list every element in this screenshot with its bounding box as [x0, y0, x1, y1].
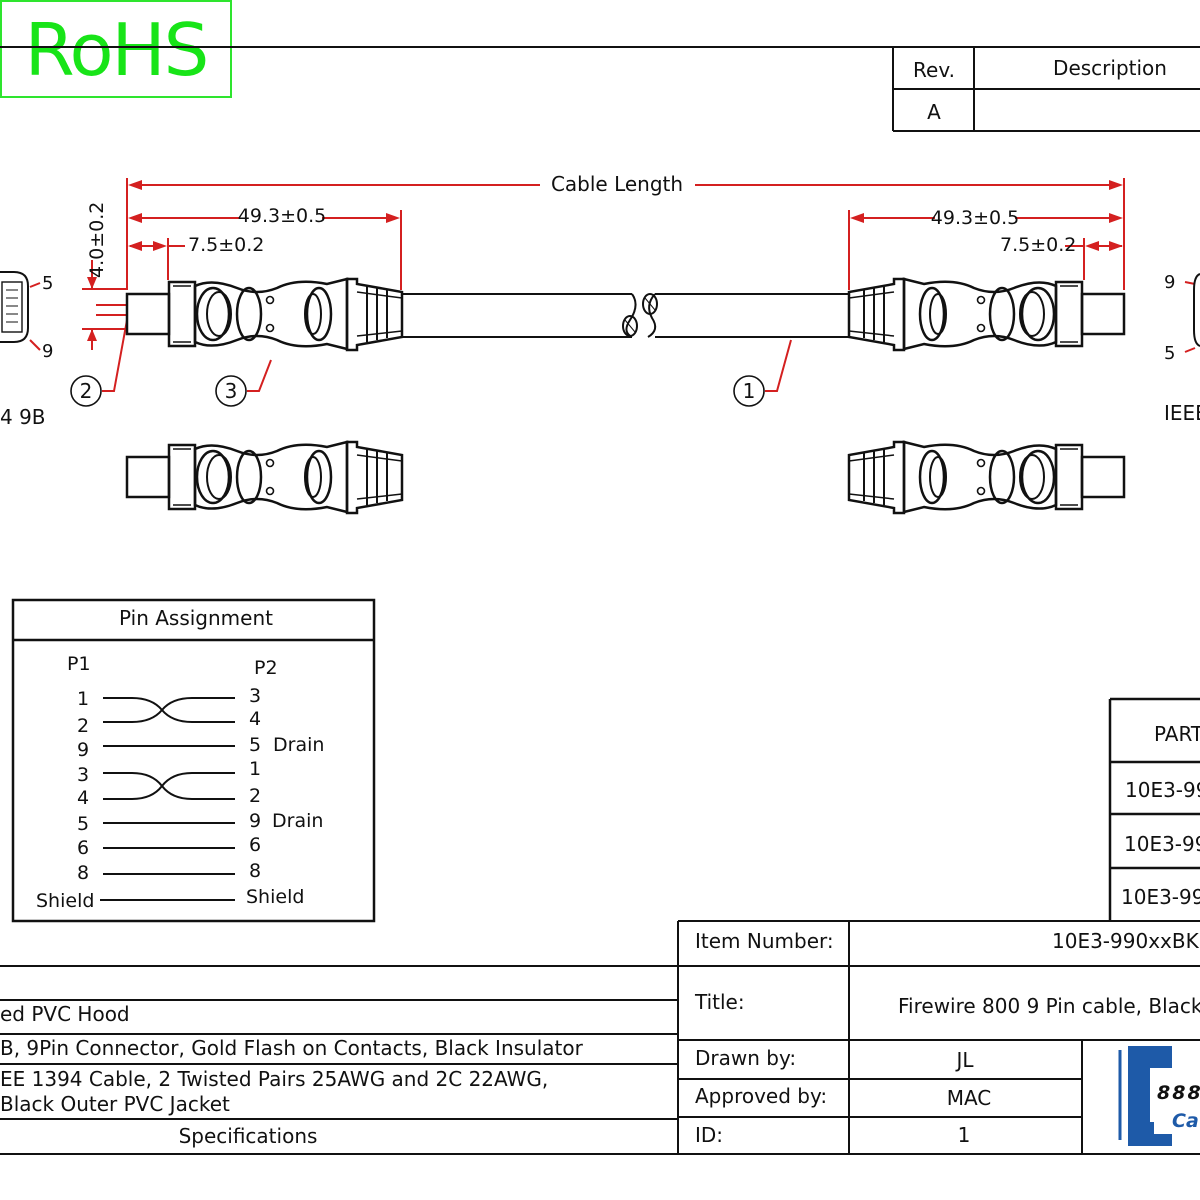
- p2-label: P2: [254, 657, 278, 679]
- part-table: [1108, 697, 1200, 922]
- pin-assignment-box: [11, 598, 376, 923]
- p1-pin: Shield: [36, 890, 95, 912]
- spec-item-cable: EE 1394 Cable, 2 Twisted Pairs 25AWG and…: [0, 1067, 549, 1091]
- left-pin-5-label: 5: [42, 273, 54, 294]
- item-number-label: Item Number:: [695, 929, 834, 953]
- part-row: 10E3-99: [1125, 778, 1200, 802]
- rohs-mark: RoHS: [0, 0, 232, 98]
- revision-table: [892, 47, 1200, 132]
- p2-pin: 6: [249, 834, 262, 856]
- pin-wires: [100, 697, 235, 901]
- p1-pin: 5: [77, 813, 90, 835]
- p1-pin: 3: [77, 764, 90, 786]
- drawn-by-value: JL: [956, 1048, 974, 1072]
- part-row: 10E3-99: [1124, 832, 1200, 856]
- p1-pin: 9: [77, 739, 90, 761]
- rev-value: A: [927, 100, 941, 124]
- title-label: Title:: [695, 990, 745, 1014]
- callout-1: 1: [742, 379, 756, 403]
- left-height-dimension: 4.0±0.2: [86, 201, 108, 278]
- p1-pin: 2: [77, 715, 90, 737]
- approved-by-label: Approved by:: [695, 1084, 828, 1108]
- p2-pin: 5: [249, 734, 262, 756]
- p1-label: P1: [67, 653, 91, 675]
- spec-item-connector: B, 9Pin Connector, Gold Flash on Contact…: [0, 1036, 583, 1060]
- id-label: ID:: [695, 1123, 724, 1147]
- p1-pin: 4: [77, 787, 90, 809]
- p1-pin: 8: [77, 862, 90, 884]
- drain-note: Drain: [273, 734, 325, 756]
- right-plug-dimension: 7.5±0.2: [1000, 234, 1077, 256]
- left-pin-9-label: 9: [42, 341, 54, 362]
- logo-digits: 888: [1157, 1082, 1200, 1104]
- company-logo: [1118, 1046, 1200, 1146]
- left-connector-caption: 4 9B: [0, 405, 46, 429]
- right-pin-face: [1193, 273, 1200, 347]
- right-pin-5-label: 5: [1164, 343, 1176, 364]
- rev-header: Rev.: [913, 58, 955, 82]
- cable-body: [401, 293, 849, 338]
- dimension-lines: [29, 178, 1196, 392]
- drawn-by-label: Drawn by:: [695, 1046, 797, 1070]
- p2-pin: 3: [249, 685, 262, 707]
- right-pin-9-label: 9: [1164, 272, 1176, 293]
- right-connector-caption: IEEE: [1164, 401, 1200, 425]
- callout-circles: [70, 375, 765, 407]
- p1-pin: 1: [77, 688, 90, 710]
- pin-assignment-title: Pin Assignment: [119, 606, 273, 630]
- p2-pin: 9: [249, 810, 262, 832]
- cable-length-label: Cable Length: [550, 172, 684, 196]
- spec-item-hood: ed PVC Hood: [0, 1002, 130, 1026]
- p2-pin: Shield: [246, 886, 305, 908]
- right-connector-top-view: [847, 440, 1126, 515]
- left-pin-face: [0, 271, 29, 343]
- callout-3: 3: [224, 379, 238, 403]
- item-number-value: 10E3-990xxBK: [1052, 929, 1199, 953]
- spec-item-jacket: Black Outer PVC Jacket: [0, 1092, 230, 1116]
- drain-note: Drain: [272, 810, 324, 832]
- part-header: PART: [1154, 722, 1200, 746]
- logo-word: Ca: [1172, 1110, 1199, 1132]
- p2-pin: 1: [249, 758, 262, 780]
- left-plug-dimension: 7.5±0.2: [188, 234, 265, 256]
- specifications-footer: Specifications: [178, 1124, 318, 1148]
- part-row: 10E3-99: [1121, 885, 1200, 909]
- left-connector-side-view: [125, 277, 404, 352]
- title-value: Firewire 800 9 Pin cable, Black,: [898, 994, 1200, 1018]
- specifications-table: [0, 965, 1200, 1155]
- p1-pin: 6: [77, 837, 90, 859]
- approved-by-value: MAC: [946, 1086, 992, 1110]
- p2-pin: 4: [249, 708, 262, 730]
- right-overall-dimension: 49.3±0.5: [930, 207, 1020, 229]
- left-overall-dimension: 49.3±0.5: [237, 205, 327, 227]
- p2-pin: 2: [249, 785, 262, 807]
- description-header: Description: [1053, 56, 1167, 80]
- right-connector-side-view: [847, 277, 1126, 352]
- left-connector-top-view: [125, 440, 404, 515]
- p2-pin: 8: [249, 860, 262, 882]
- id-value: 1: [957, 1123, 971, 1147]
- title-block: [677, 920, 1200, 1154]
- callout-2: 2: [79, 379, 93, 403]
